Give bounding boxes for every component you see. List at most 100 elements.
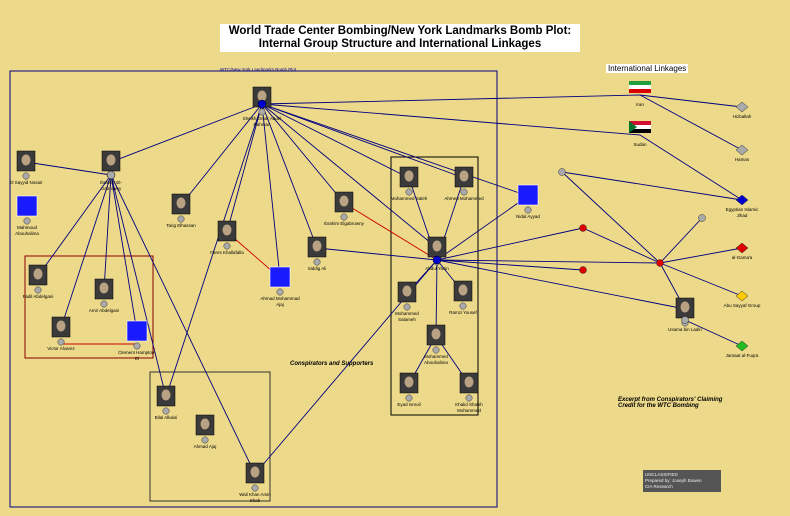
cell-box-bottom bbox=[149, 371, 271, 502]
portrait-face bbox=[404, 170, 414, 182]
portrait-face bbox=[99, 282, 109, 294]
edge-link bbox=[659, 247, 743, 264]
portrait-face bbox=[222, 224, 232, 236]
node-n25 bbox=[245, 462, 265, 492]
node-label: Ahmed Mohammed bbox=[444, 196, 484, 201]
node-label: Ahmad Ajaj bbox=[193, 444, 217, 449]
edge-link bbox=[684, 319, 743, 347]
node-marker bbox=[162, 407, 170, 415]
portrait-face bbox=[33, 268, 43, 280]
node-label: Wali Khan Amin Shah bbox=[239, 492, 271, 503]
edge-link bbox=[561, 171, 743, 201]
legend-line: CIA Research bbox=[645, 484, 673, 489]
link-marker bbox=[698, 214, 706, 222]
portrait-face bbox=[459, 170, 469, 182]
legend-line: Prepared by: Joseph Bowen bbox=[645, 478, 702, 483]
intl-node-i5 bbox=[735, 194, 749, 206]
intl-node-label: Abu Sayyaf Group bbox=[723, 303, 761, 308]
edge-link bbox=[639, 94, 743, 151]
edge-link bbox=[25, 161, 112, 176]
edge-link bbox=[436, 259, 686, 310]
node-n15 bbox=[454, 166, 474, 196]
node-marker bbox=[405, 394, 413, 402]
edge-link bbox=[110, 174, 138, 333]
edge-link bbox=[261, 103, 465, 179]
node-marker bbox=[133, 342, 141, 350]
node-n24 bbox=[195, 414, 215, 444]
link-marker bbox=[579, 224, 587, 232]
node-label: Ramzi Yousef bbox=[449, 310, 477, 315]
edge-link bbox=[435, 259, 438, 337]
main-group-box bbox=[9, 70, 498, 508]
portrait-face bbox=[312, 240, 322, 252]
node-label: Tarig Elhassan bbox=[166, 223, 196, 228]
edge-link bbox=[261, 103, 529, 197]
legend-box: UNCLASSIFIED Prepared by: Joseph Bowen C… bbox=[643, 470, 721, 492]
node-n17 bbox=[397, 281, 417, 311]
edge-link bbox=[261, 94, 641, 105]
node-n1 bbox=[252, 86, 272, 116]
node-n12 bbox=[307, 236, 327, 266]
intl-node-label: Iran bbox=[636, 102, 644, 107]
intl-node-label: Egyptian Islamic Jihad bbox=[725, 207, 759, 218]
edge-link bbox=[582, 227, 661, 264]
edge-link bbox=[110, 174, 167, 398]
edge-link bbox=[103, 174, 112, 291]
sudan-flag-icon bbox=[629, 121, 651, 133]
excerpt-title: Excerpt from Conspirators' Claiming Cred… bbox=[618, 397, 723, 409]
hub-marker bbox=[432, 255, 442, 265]
node-n21 bbox=[399, 372, 419, 402]
node-marker bbox=[22, 172, 30, 180]
node-label: Khalid Shaikh Mohammed bbox=[455, 402, 483, 413]
node-label: Mohammed Saleh bbox=[390, 196, 428, 201]
edge-link bbox=[261, 103, 641, 136]
edge-link bbox=[261, 103, 410, 179]
node-n14 bbox=[399, 166, 419, 196]
iran-flag-icon bbox=[629, 81, 651, 93]
node-label: Mohammed Salameh bbox=[395, 311, 419, 322]
portrait-face bbox=[21, 154, 31, 166]
node-n13 bbox=[334, 191, 354, 221]
edge-link bbox=[261, 103, 281, 279]
edge-link bbox=[261, 103, 318, 249]
edge-link bbox=[659, 262, 743, 297]
node-marker bbox=[34, 286, 42, 294]
node-n7 bbox=[28, 264, 48, 294]
node-marker bbox=[405, 188, 413, 196]
edge-link bbox=[110, 103, 263, 163]
intl-node-i8 bbox=[735, 340, 749, 352]
node-marker bbox=[258, 108, 266, 116]
portrait-face bbox=[339, 195, 349, 207]
intl-node-label: Hizballah bbox=[732, 114, 752, 119]
node-n10 bbox=[126, 320, 148, 350]
cell-box-wtc bbox=[390, 156, 479, 416]
node-label: Fares Khallafalla bbox=[210, 250, 244, 255]
wtc-badge-icon bbox=[126, 320, 148, 342]
page-title: World Trade Center Bombing/New York Land… bbox=[220, 24, 580, 52]
intl-node-i3 bbox=[735, 101, 749, 113]
intl-node-label: al-Gama'a bbox=[731, 255, 753, 260]
edge-link bbox=[659, 217, 703, 264]
portrait-face bbox=[200, 418, 210, 430]
node-marker bbox=[276, 288, 284, 296]
node-label: Ibrahim Elgabrowny bbox=[324, 221, 364, 226]
node-label: Mohammed Abouhalima bbox=[424, 354, 448, 365]
node-marker bbox=[100, 300, 108, 308]
portrait-face bbox=[431, 328, 441, 340]
edge-link bbox=[37, 174, 112, 277]
portrait-face bbox=[250, 466, 260, 478]
link-marker bbox=[579, 266, 587, 274]
portrait-face bbox=[56, 320, 66, 332]
node-label: Abdul Yasin bbox=[425, 266, 449, 271]
edge-link bbox=[316, 247, 438, 261]
node-marker bbox=[57, 338, 65, 346]
link-marker bbox=[558, 168, 566, 176]
link-marker bbox=[681, 316, 689, 324]
intl-node-label: Sudan bbox=[633, 142, 647, 147]
node-n2 bbox=[16, 150, 36, 180]
international-linkages-label: International Linkages bbox=[606, 64, 689, 73]
node-marker bbox=[251, 484, 259, 492]
node-n9 bbox=[51, 316, 71, 346]
edge-link bbox=[436, 195, 529, 261]
